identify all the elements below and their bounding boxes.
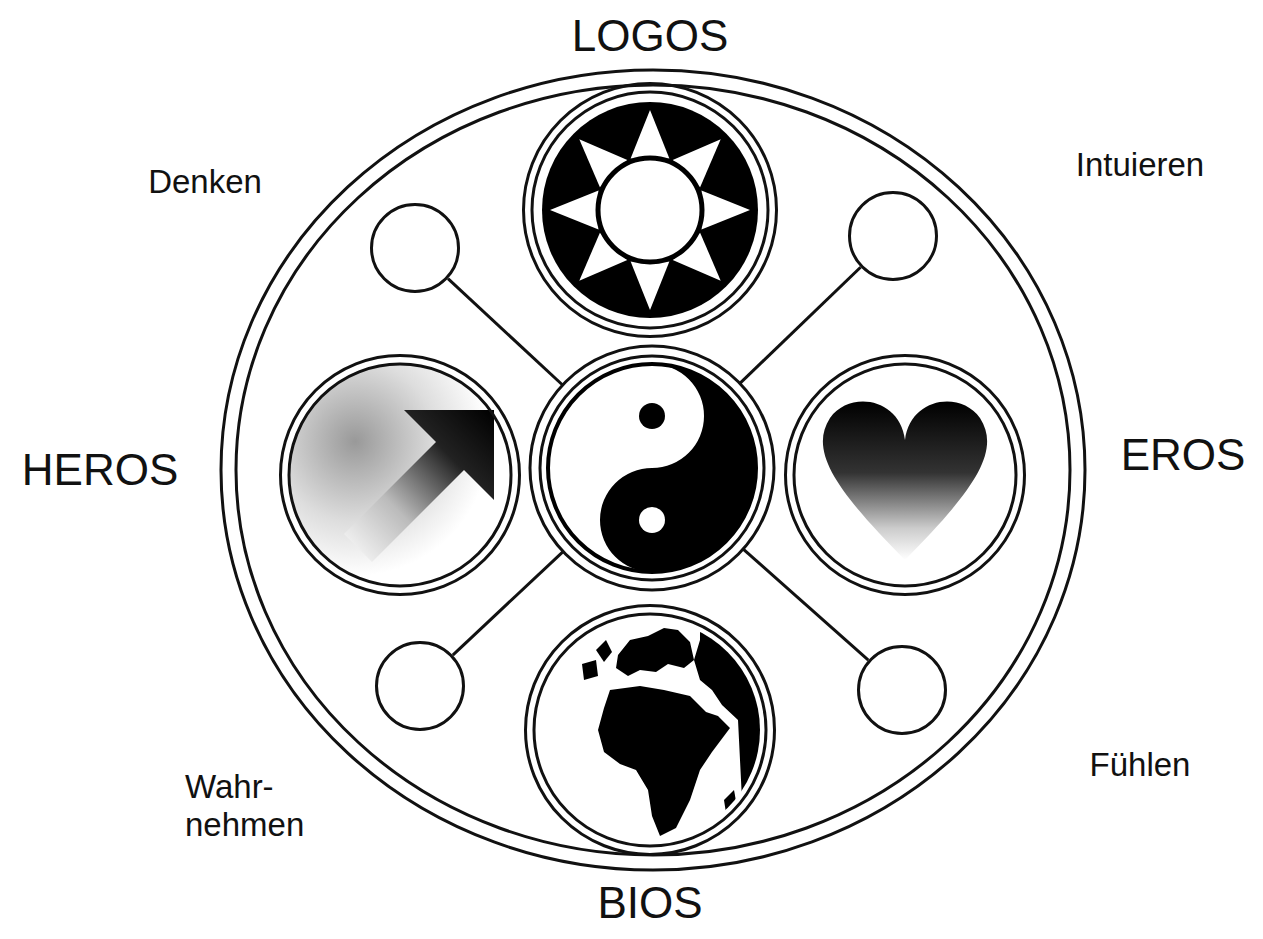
sun-ray (701, 191, 750, 230)
heart-symbol (793, 363, 1017, 587)
sun-ray (631, 110, 670, 159)
sun-symbol (537, 97, 763, 323)
circle-outline (370, 203, 460, 293)
function-label: Fühlen (1090, 746, 1191, 784)
function-circle: Fühlen (857, 645, 947, 735)
archetype-label: EROS (1121, 430, 1246, 481)
circle-outer-ring (281, 356, 520, 595)
archetype-label: LOGOS (572, 11, 729, 62)
circle-outline (857, 645, 947, 735)
function-circle: Wahr- nehmen (375, 641, 465, 731)
function-circle: Denken (370, 203, 460, 293)
sun-core (598, 158, 702, 262)
sun-ray (550, 191, 599, 230)
circle-outline (522, 82, 778, 338)
diagonal-line (740, 267, 861, 383)
circle-outline (784, 354, 1026, 596)
circle-outer-ring (524, 84, 777, 337)
function-label: Intuieren (1076, 146, 1204, 184)
circle-outline (524, 604, 776, 856)
circle-outer-ring (786, 356, 1025, 595)
center-ring (530, 346, 774, 590)
function-circle: Intuieren (848, 191, 938, 281)
circle-ring (372, 205, 459, 292)
archetype-circle: BIOS (524, 604, 776, 856)
circle-outer-ring (526, 606, 775, 855)
archetype-circle: EROS (784, 354, 1026, 596)
circle-outline (279, 354, 521, 596)
archetype-circle: LOGOS (522, 82, 778, 338)
archetype-circle: HEROS (279, 354, 521, 596)
outer-ring (221, 70, 1085, 870)
diagonal-line (448, 279, 563, 385)
circle-inner-ring (794, 364, 1016, 586)
circle-ring (377, 643, 464, 730)
archetype-label: HEROS (22, 445, 178, 496)
archetype-label: BIOS (597, 878, 702, 929)
circle-inner-ring (534, 614, 766, 846)
yin-yang-symbol (548, 364, 756, 572)
diagonal-line (453, 552, 563, 656)
circle-inner-ring (289, 364, 511, 586)
sun-ray (631, 261, 670, 310)
arrow-symbol (288, 363, 512, 587)
center-inner-ring (540, 356, 764, 580)
inner-ring (236, 85, 1070, 855)
circle-ring (859, 647, 946, 734)
circle-inner-ring (532, 92, 768, 328)
circle-ring (850, 193, 937, 280)
function-label: Denken (148, 163, 262, 201)
function-label: Wahr- nehmen (185, 768, 335, 844)
circle-outline (375, 641, 465, 731)
circle-outline (848, 191, 938, 281)
